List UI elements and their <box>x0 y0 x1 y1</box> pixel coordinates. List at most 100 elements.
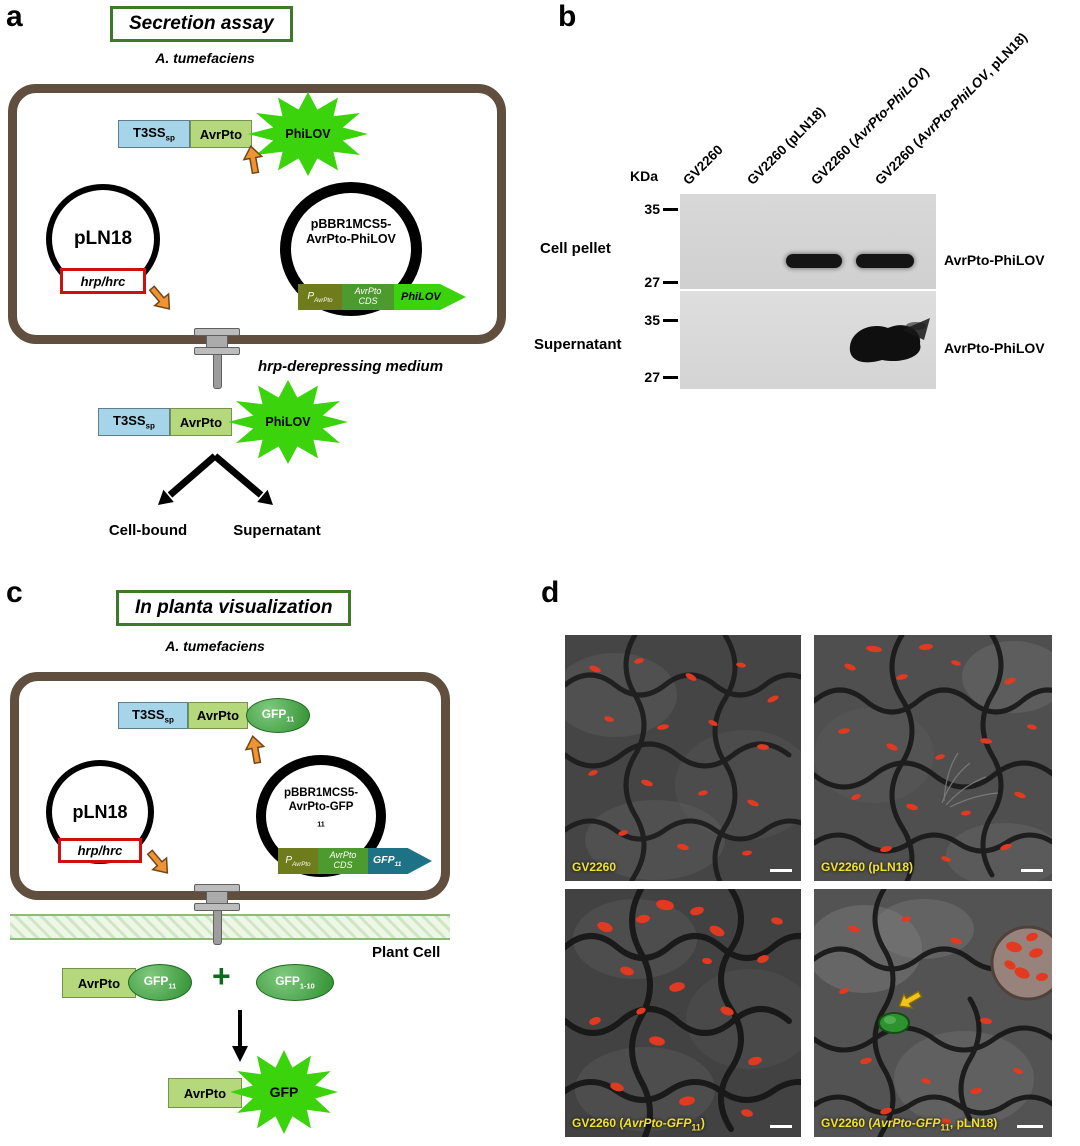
protein-band-smear <box>849 318 930 363</box>
injector-base <box>194 347 240 355</box>
plant-cell-label: Plant Cell <box>372 944 441 961</box>
output-supernatant: Supernatant <box>233 522 321 539</box>
gfp11-ellipse: GFP11 <box>128 964 192 1001</box>
down-arrow-icon <box>232 1010 248 1062</box>
gfp-sub: 1-10 <box>299 981 315 991</box>
injector-stem <box>212 355 222 389</box>
promoter-segment: PAvrPto <box>298 284 342 310</box>
promoter-segment: PAvrPto <box>278 848 318 874</box>
mw-marker-27: 27 <box>644 369 660 385</box>
gfp-gene-sub: 11 <box>394 861 402 869</box>
gfp-label: GFP <box>261 707 287 722</box>
lane-label-1: GV2260 <box>677 139 730 192</box>
marker-tick-icon <box>663 376 678 379</box>
orange-arrow-icon <box>148 285 171 310</box>
t3ss-sub: sp <box>165 133 175 143</box>
mw-marker-27: 27 <box>644 274 660 290</box>
organism-label-a: A. tumefaciens <box>155 50 255 66</box>
micrograph-3: GV2260 (AvrPto-GFP11) <box>565 889 801 1137</box>
chloroplast-dots <box>838 643 1037 862</box>
lane-text: GV2260 ( <box>872 136 924 188</box>
t3ss-label: T3SS <box>132 706 165 722</box>
t3ss-injector-icon <box>194 328 240 389</box>
t3ss-label: T3SS <box>133 125 166 141</box>
promoter-label: P <box>285 854 293 866</box>
gfp1-10-ellipse: GFP1-10 <box>256 964 334 1001</box>
gfp-label: GFP <box>143 974 169 989</box>
promoter-sub: AvrPto <box>314 296 333 304</box>
t3ss-injector-icon <box>194 884 240 945</box>
gfp-sub: 11 <box>286 714 295 724</box>
protein-band <box>786 254 842 268</box>
t3ss-box: T3SSsp <box>118 120 190 148</box>
injector-stem <box>212 911 222 945</box>
t3ss-sub: sp <box>145 421 155 431</box>
caption-text: GV2260 <box>572 859 617 874</box>
plasmid-name-line2: AvrPto-GFP <box>288 800 354 813</box>
injector-neck <box>206 892 228 903</box>
row-label-cell-pellet: Cell pellet <box>540 240 611 257</box>
scale-bar <box>770 869 792 872</box>
mw-marker-35: 35 <box>644 312 660 328</box>
blot-cell-pellet <box>680 194 936 289</box>
marker-tick-icon <box>663 281 678 284</box>
cds-line1: AvrPto <box>354 286 382 297</box>
organism-label-c: A. tumefaciens <box>165 638 265 654</box>
avrpto-box: AvrPto <box>188 702 248 729</box>
gene-arrow-head-gfp11: GFP11 <box>368 848 432 874</box>
caption-suffix: , pLN18) <box>949 1115 998 1130</box>
cds-line1: AvrPto <box>329 850 357 861</box>
promoter-label: P <box>307 290 315 302</box>
kda-label: KDa <box>630 168 659 184</box>
panel-a-title: Secretion assay <box>110 6 293 42</box>
injector-neck <box>206 336 228 347</box>
panel-b-letter: b <box>558 0 577 33</box>
gfp-label: GFP <box>275 974 300 989</box>
protein-band <box>856 254 914 268</box>
caption-italic: AvrPto-GFP <box>872 1115 941 1130</box>
caption-text: GV2260 ( <box>821 1115 873 1130</box>
gfp-gene-label: GFP <box>373 853 395 866</box>
promoter-sub: AvrPto <box>292 860 311 868</box>
caption-sub: 11 <box>940 1122 950 1132</box>
orange-arrow-icon <box>244 734 266 765</box>
panel-a-title-text: Secretion assay <box>129 13 274 34</box>
injector-cap <box>194 884 240 892</box>
yellow-arrow-icon <box>898 990 923 1009</box>
diverging-arrows-icon <box>158 453 273 505</box>
micrograph-image <box>814 889 1052 1137</box>
scale-bar <box>1017 1125 1043 1128</box>
panel-a-letter: a <box>6 0 23 33</box>
orange-arrow-icon <box>242 144 264 175</box>
plasmid-name-line1: pBBR1MCS5- <box>310 217 392 231</box>
caption-suffix: ) <box>700 1115 705 1130</box>
chloroplast-dots <box>839 916 1023 1124</box>
injector-cap <box>194 328 240 336</box>
micrograph-image <box>565 635 801 881</box>
cds-line2: CDS <box>358 296 378 306</box>
lane-suffix: , pLN18) <box>981 29 1031 78</box>
avrpto-box: AvrPto <box>168 1078 242 1108</box>
micrograph-caption: GV2260 (AvrPto-GFP11, pLN18) <box>821 1116 997 1132</box>
plasmid-name-line2: AvrPto-PhiLOV <box>306 231 396 246</box>
t3ss-label: T3SS <box>113 413 146 429</box>
output-cell-bound: Cell-bound <box>108 522 188 539</box>
nucleus-structure <box>990 925 1052 1001</box>
chloroplast-dots <box>589 899 783 1117</box>
row-label-supernatant: Supernatant <box>534 336 622 353</box>
orange-arrow-icon <box>146 849 169 874</box>
micrograph-image <box>565 889 801 1137</box>
locus-hrp-hrc-a: hrp/hrc <box>60 268 146 294</box>
plasmid-name-sub: 11 <box>317 820 325 829</box>
green-signal <box>878 1012 910 1034</box>
injector-base <box>194 903 240 911</box>
cds-line2: CDS <box>333 860 353 870</box>
micrograph-image <box>814 635 1052 881</box>
micrograph-caption: GV2260 (pLN18) <box>821 860 913 876</box>
micrograph-4: GV2260 (AvrPto-GFP11, pLN18) <box>814 889 1052 1137</box>
marker-tick-icon <box>663 319 678 322</box>
